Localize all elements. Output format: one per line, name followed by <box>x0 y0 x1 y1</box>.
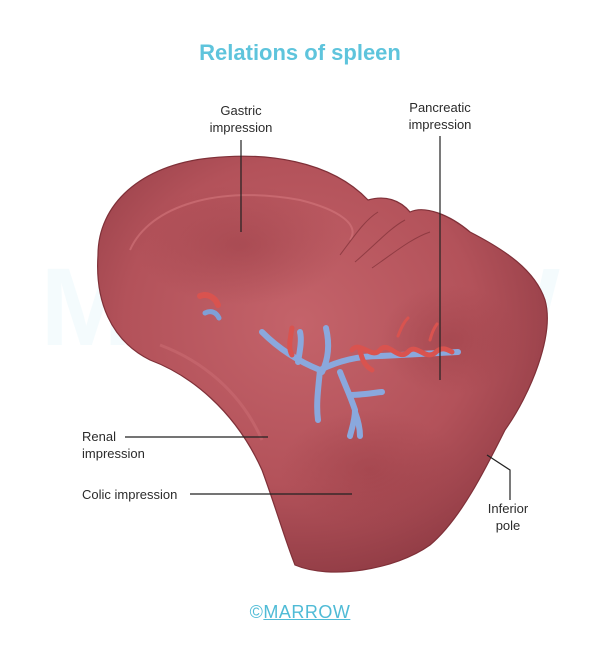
label-renal-impression: Renal impression <box>82 429 145 461</box>
copyright-symbol: © <box>249 602 264 622</box>
pointer-lines <box>125 136 511 500</box>
brand-name: MARROW <box>263 602 351 622</box>
hilar-arteries <box>287 316 455 373</box>
gastric-impression-area <box>135 185 345 305</box>
label-colic-impression: Colic impression <box>82 487 178 502</box>
label-gastric-impression: Gastric impression <box>209 103 273 135</box>
marrow-logo: ©MARROW <box>0 602 600 623</box>
diagram-title: Relations of spleen <box>199 40 401 65</box>
notch-folds <box>339 211 431 269</box>
label-pancreatic-impression: Pancreatic impression <box>408 100 472 132</box>
small-vein <box>202 309 222 321</box>
small-artery <box>197 292 221 308</box>
colic-impression-area <box>280 410 460 530</box>
label-inferior-pole: Inferior pole <box>487 501 529 533</box>
